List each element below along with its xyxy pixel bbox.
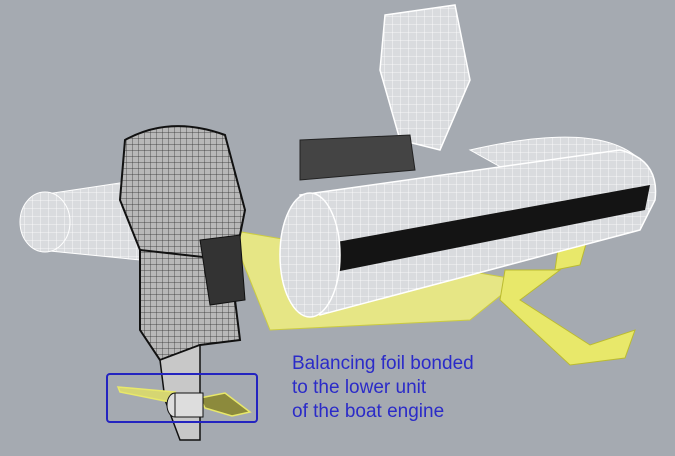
- foil-highlight-box: [106, 373, 258, 423]
- annotation-line-3: of the boat engine: [292, 401, 445, 422]
- annotation-line-1: Balancing foil bonded: [292, 353, 474, 374]
- console: [299, 4, 471, 181]
- balancing-foil: [116, 386, 252, 418]
- near-tube: [279, 149, 657, 318]
- annotation-text: Balancing foil bonded to the lower unit …: [292, 352, 474, 424]
- annotation-line-2: to the lower unit: [292, 377, 427, 398]
